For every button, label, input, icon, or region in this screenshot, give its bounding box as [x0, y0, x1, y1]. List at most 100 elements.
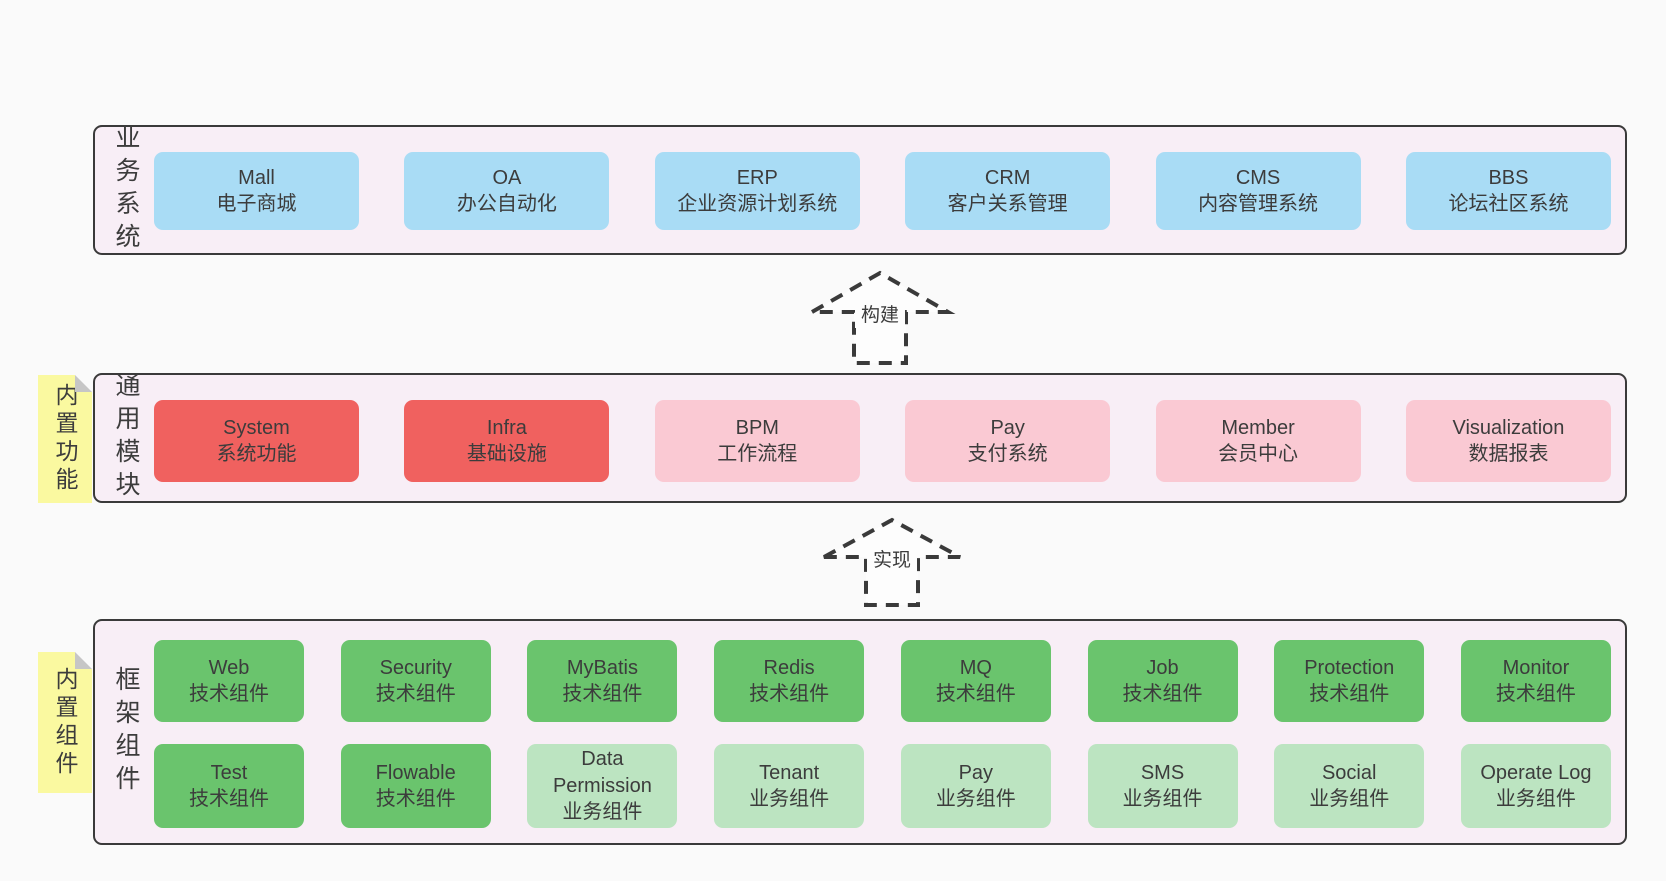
box-title: Data Permission [552, 748, 652, 797]
box-subtitle: 基础设施 [466, 443, 547, 465]
common-box-row: System 系统功能 Infra 基础设施 BPM 工作流程 Pay 支付系统… [154, 400, 1611, 482]
box-social: Social 业务组件 [1274, 744, 1425, 828]
box-subtitle: 技术组件 [749, 683, 830, 705]
box-system: System 系统功能 [154, 400, 359, 482]
box-title: BPM [735, 416, 779, 439]
box-title: Flowable [375, 761, 456, 784]
box-oa: OA 办公自动化 [404, 152, 610, 230]
box-security: Security 技术组件 [340, 640, 491, 722]
box-title: System [223, 416, 290, 439]
box-title: Web [208, 656, 250, 679]
sticky-label: 内置组件 [52, 666, 78, 779]
box-cms: CMS 内容管理系统 [1155, 152, 1361, 230]
box-member: Member 会员中心 [1155, 400, 1361, 482]
box-title: Tenant [759, 761, 820, 784]
box-subtitle: 业务组件 [1122, 788, 1203, 810]
arrow-build-label: 构建 [861, 304, 899, 326]
box-redis: Redis 技术组件 [714, 640, 865, 722]
box-subtitle: 内容管理系统 [1198, 193, 1319, 215]
box-title: CMS [1235, 166, 1281, 189]
sticky-note-built-in-features: 内置功能 [38, 375, 92, 503]
box-pay-system: Pay 支付系统 [905, 400, 1111, 482]
section-label-business: 业务系统 [112, 124, 140, 256]
box-subtitle: 技术组件 [189, 788, 269, 810]
box-title: Test [210, 761, 248, 784]
dashed-up-arrow-build-icon: 构建 [804, 270, 956, 365]
box-title: Pay [990, 416, 1025, 439]
box-title: Mall [238, 166, 275, 189]
section-business-systems: 业务系统 Mall 电子商城 OA 办公自动化 ERP 企业资源计划系统 CRM… [93, 124, 1627, 256]
box-title: SMS [1140, 761, 1185, 784]
box-flowable: Flowable 技术组件 [340, 744, 491, 828]
box-title: Job [1146, 656, 1179, 679]
box-infra: Infra 基础设施 [404, 400, 610, 482]
box-visualization: Visualization 数据报表 [1405, 400, 1611, 482]
box-bbs: BBS 论坛社区系统 [1405, 152, 1611, 230]
box-subtitle: 技术组件 [1122, 683, 1203, 705]
box-title: Pay [958, 761, 994, 784]
box-subtitle: 业务组件 [562, 801, 643, 824]
section-framework-components: 框架组件 Web 技术组件 Security 技术组件 MyBatis 技术组件… [93, 619, 1627, 845]
box-subtitle: 论坛社区系统 [1448, 193, 1569, 215]
box-crm: CRM 客户关系管理 [905, 152, 1111, 230]
box-subtitle: 技术组件 [935, 683, 1016, 705]
box-title: Social [1321, 761, 1377, 784]
box-subtitle: 技术组件 [375, 683, 456, 705]
box-subtitle: 技术组件 [1495, 683, 1576, 705]
box-subtitle: 系统功能 [216, 443, 297, 465]
box-subtitle: 业务组件 [935, 788, 1016, 810]
box-subtitle: 会员中心 [1218, 443, 1299, 465]
box-web: Web 技术组件 [154, 640, 304, 722]
box-test: Test 技术组件 [154, 744, 304, 828]
box-title: Monitor [1502, 656, 1570, 679]
box-title: MQ [959, 656, 992, 679]
arrow-implement-label: 实现 [873, 549, 911, 571]
box-subtitle: 业务组件 [749, 788, 830, 810]
box-title: Security [379, 656, 452, 679]
box-subtitle: 技术组件 [1309, 683, 1390, 705]
box-subtitle: 技术组件 [189, 683, 269, 705]
box-mall: Mall 电子商城 [154, 152, 359, 230]
box-sms: SMS 业务组件 [1087, 744, 1238, 828]
box-subtitle: 技术组件 [375, 788, 456, 810]
box-data-permission: Data Permission 业务组件 [527, 744, 678, 828]
box-title: BBS [1488, 166, 1529, 189]
box-monitor: Monitor 技术组件 [1460, 640, 1611, 722]
box-title: Protection [1304, 656, 1395, 679]
box-title: ERP [736, 166, 778, 189]
box-operate-log: Operate Log 业务组件 [1460, 744, 1611, 828]
box-subtitle: 办公自动化 [456, 193, 557, 215]
box-protection: Protection 技术组件 [1274, 640, 1425, 722]
box-title: MyBatis [566, 656, 638, 679]
dashed-up-arrow-implement-icon: 实现 [823, 517, 961, 607]
box-title: Operate Log [1480, 761, 1592, 784]
box-subtitle: 技术组件 [562, 683, 643, 705]
box-title: Visualization [1452, 416, 1565, 439]
box-job: Job 技术组件 [1087, 640, 1238, 722]
section-label-framework: 框架组件 [112, 666, 140, 798]
box-subtitle: 工作流程 [717, 443, 798, 465]
box-subtitle: 客户关系管理 [947, 193, 1068, 215]
box-subtitle: 支付系统 [967, 443, 1048, 465]
box-subtitle: 数据报表 [1468, 443, 1549, 465]
box-pay-component: Pay 业务组件 [900, 744, 1051, 828]
sticky-label: 内置功能 [52, 383, 78, 495]
framework-box-row-2: Test 技术组件 Flowable 技术组件 Data Permission … [154, 744, 1611, 828]
box-title: Infra [486, 416, 527, 439]
business-box-row: Mall 电子商城 OA 办公自动化 ERP 企业资源计划系统 CRM 客户关系… [154, 152, 1611, 230]
sticky-note-built-in-components: 内置组件 [38, 652, 92, 793]
box-subtitle: 业务组件 [1495, 788, 1576, 810]
box-tenant: Tenant 业务组件 [714, 744, 865, 828]
box-title: Redis [763, 656, 815, 679]
section-label-common: 通用模块 [112, 372, 140, 504]
box-title: CRM [984, 166, 1031, 189]
box-mq: MQ 技术组件 [900, 640, 1051, 722]
box-title: Member [1221, 416, 1295, 439]
box-subtitle: 企业资源计划系统 [677, 193, 838, 215]
box-title: OA [492, 166, 522, 189]
box-subtitle: 业务组件 [1309, 788, 1390, 810]
box-erp: ERP 企业资源计划系统 [654, 152, 860, 230]
box-mybatis: MyBatis 技术组件 [527, 640, 678, 722]
box-subtitle: 电子商城 [216, 193, 297, 215]
framework-box-row-1: Web 技术组件 Security 技术组件 MyBatis 技术组件 Redi… [154, 640, 1611, 722]
